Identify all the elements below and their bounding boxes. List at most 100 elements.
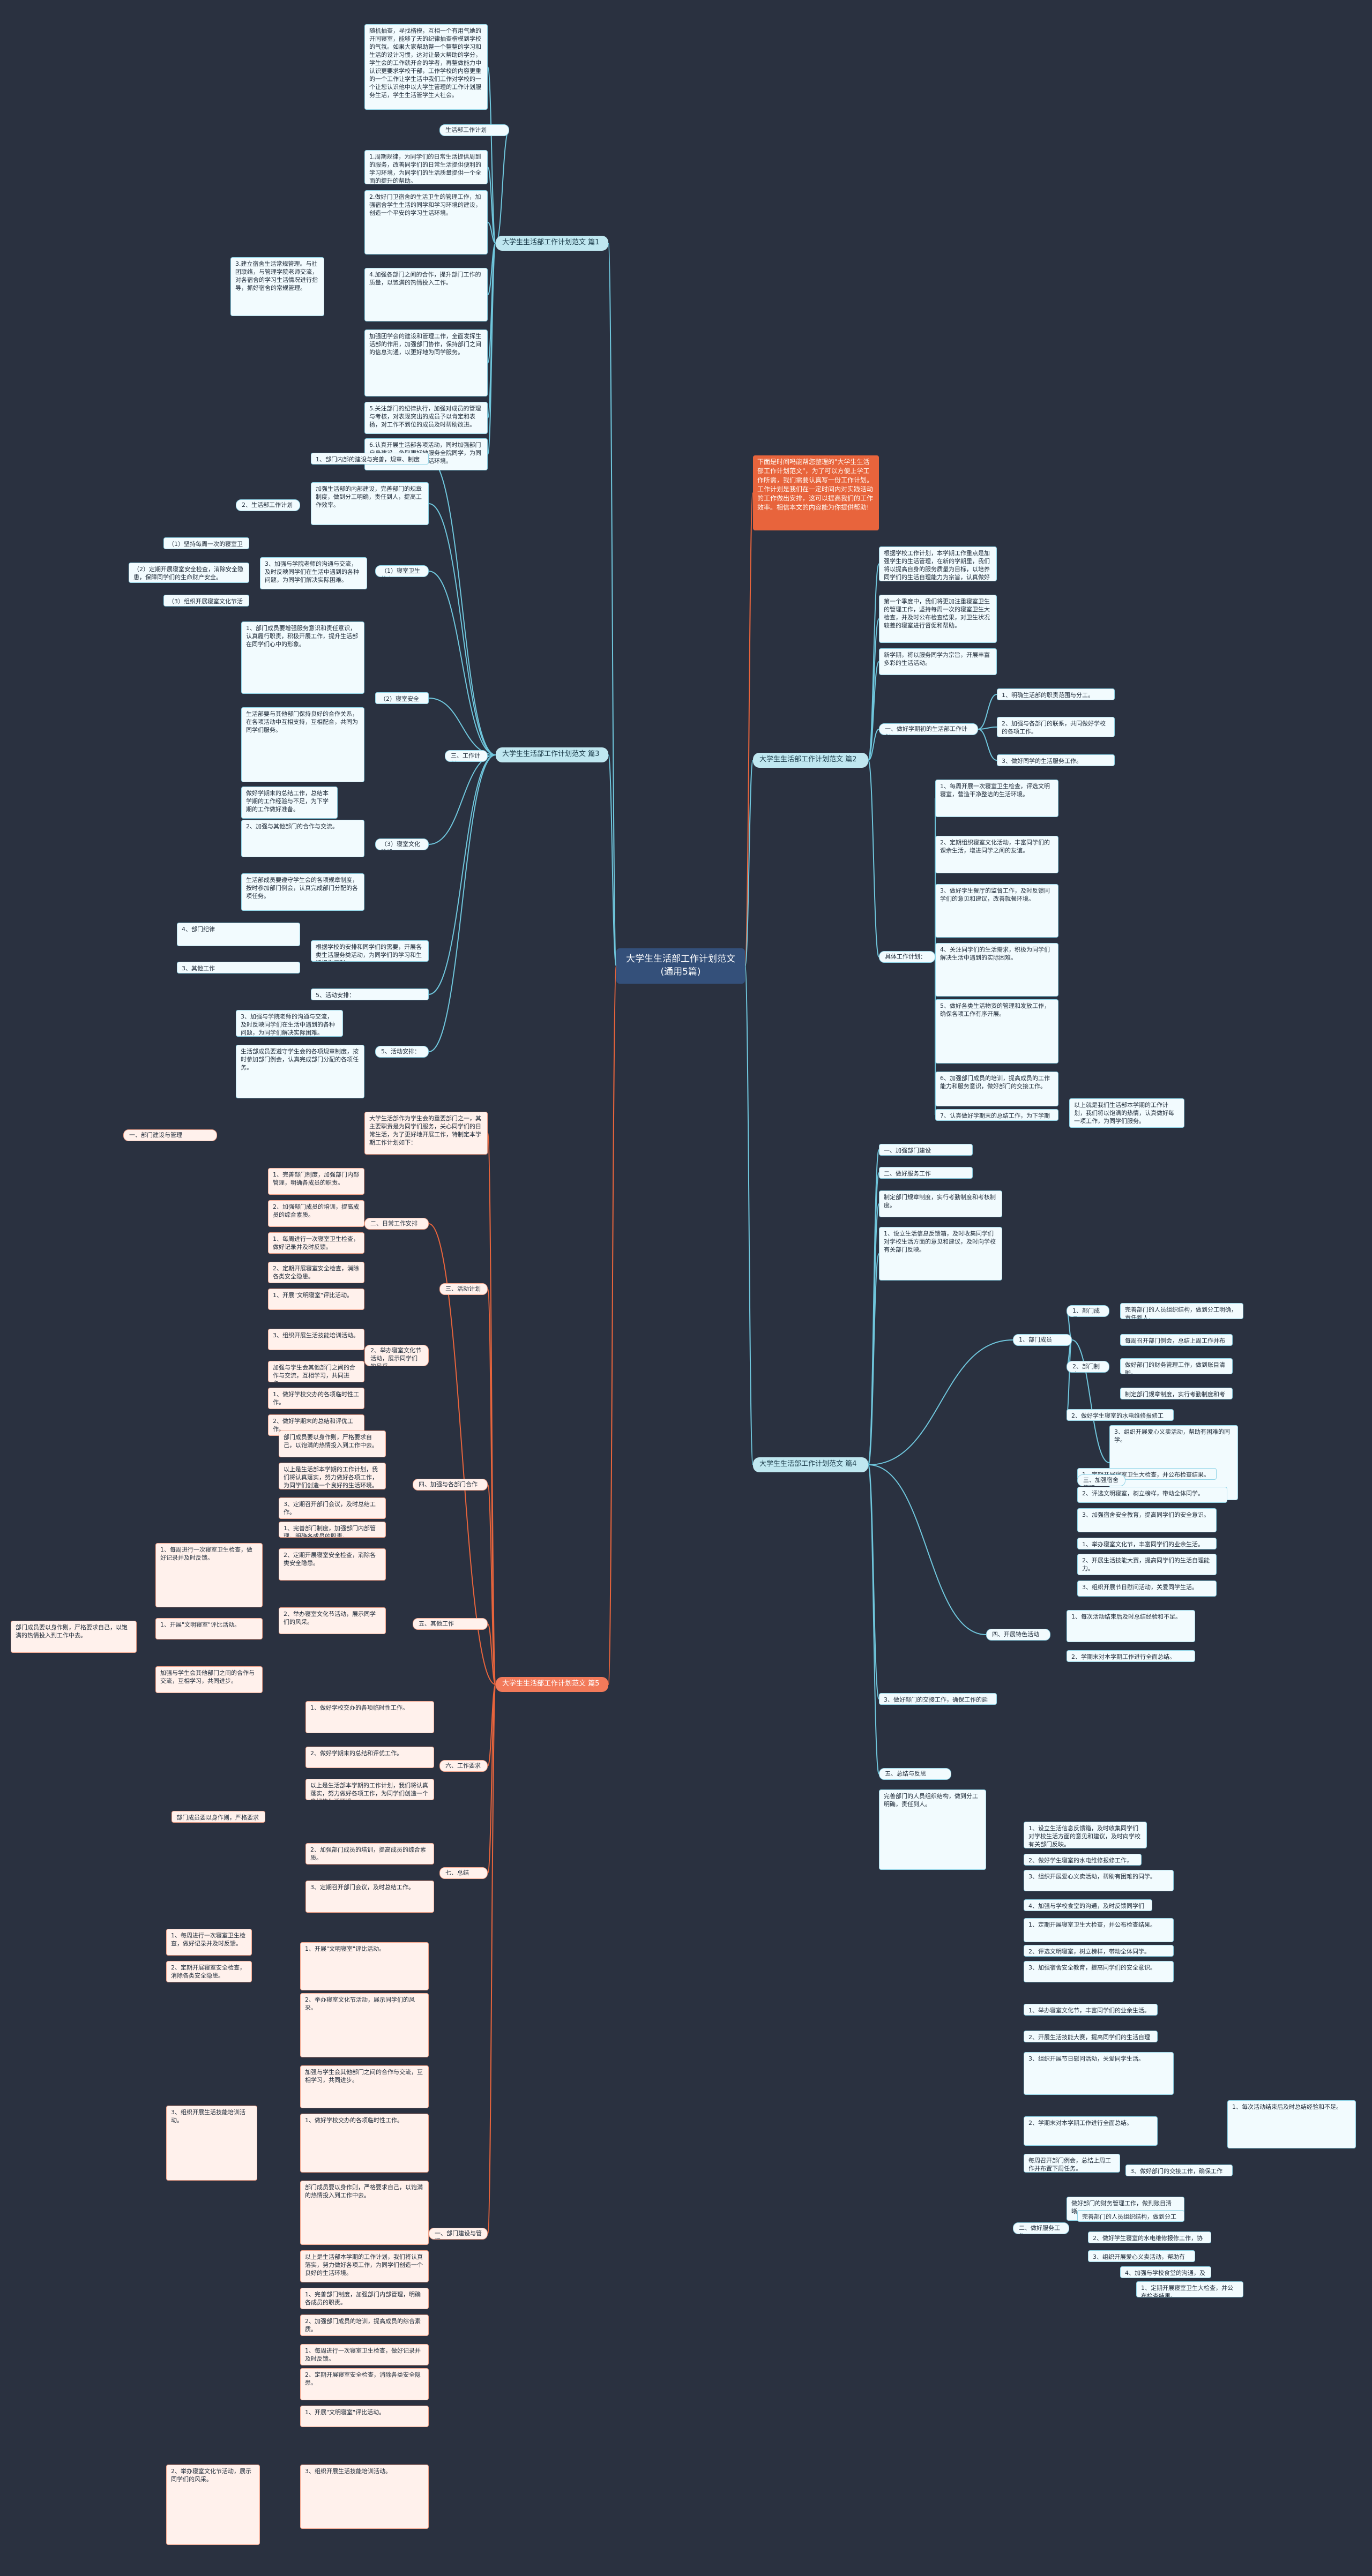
edge-s2-3 bbox=[868, 729, 879, 761]
s5-c1b-b: 2、加强部门成员的培训，提高成员的综合素质。 bbox=[305, 1843, 434, 1864]
s4-x2a-b: 制定部门规章制度，实行考勤制度和考核制度。 bbox=[1120, 1388, 1233, 1399]
s5-c1b: 2、加强部门成员的培训，提高成员的综合素质。 bbox=[268, 1200, 364, 1227]
s3-label-hd3[interactable]: （3）寝室文化建设 bbox=[375, 838, 429, 850]
section-3-topic[interactable]: 大学生生活部工作计划范文 篇3 bbox=[496, 747, 608, 762]
s2-work-1: 1、每周开展一次寝室卫生检查，评选文明寝室，营造干净整洁的生活环境。 bbox=[935, 780, 1058, 817]
section-2-topic[interactable]: 大学生生活部工作计划范文 篇2 bbox=[753, 753, 868, 768]
s4-x1a: 完善部门的人员组织结构，做到分工明确，责任到人。 bbox=[1120, 1303, 1243, 1319]
s1-para-6: 加强团学会的建设和管理工作，全面发挥生活部的作用，加强部门协作，保持部门之间的信… bbox=[364, 330, 488, 396]
s4-x2a: 制定部门规章制度，实行考勤制度和考核制度。 bbox=[879, 1190, 1002, 1217]
edge-s2-4 bbox=[868, 760, 879, 957]
s4-u1: 1、每次活动结束后及时总结经验和不足。 bbox=[1067, 1610, 1195, 1642]
s3-text-c1b: 生活部成员要遵守学生会的各项规章制度，按时参加部门例会，认真完成部门分配的各项任… bbox=[236, 1045, 364, 1098]
section-4-topic[interactable]: 大学生生活部工作计划范文 篇4 bbox=[753, 1457, 868, 1472]
section-1-topic[interactable]: 大学生生活部工作计划范文 篇1 bbox=[496, 236, 608, 251]
s4-label-x2[interactable]: 2、部门制度 bbox=[1067, 1361, 1109, 1373]
s4-x1a-c: 完善部门的人员组织结构，做到分工明确，责任到人。 bbox=[1077, 2210, 1184, 2222]
s5-c7a: 以上是生活部本学期的工作计划，我们将认真落实，努力做好各项工作，为同学们创造一个… bbox=[279, 1463, 386, 1489]
s5-label-c6[interactable]: 六、工作要求 bbox=[439, 1760, 488, 1772]
s2-end: 以上就是我们生活部本学期的工作计划，我们将以饱满的热情，认真做好每一项工作，为同… bbox=[1069, 1098, 1184, 1128]
s4-z3: 3、加强宿舍安全教育，提高同学们的安全意识。 bbox=[1077, 1508, 1217, 1532]
edge-s1-2 bbox=[487, 167, 496, 244]
s4-label-t5[interactable]: 五、总结与反思 bbox=[879, 1768, 951, 1780]
s5-label-c2[interactable]: 二、日常工作安排 bbox=[364, 1218, 429, 1230]
root-node[interactable]: 大学生生活部工作计划范文(通用5篇) bbox=[616, 948, 745, 984]
s5-c4a-b: 加强与学生会其他部门之间的合作与交流，互相学习，共同进步。 bbox=[155, 1666, 263, 1693]
s3-note-3: （3）组织开展寝室文化节活动，丰富同学们的课余生活。 bbox=[163, 595, 249, 606]
s5-c7a-c: 以上是生活部本学期的工作计划，我们将认真落实，努力做好各项工作，为同学们创造一个… bbox=[300, 2250, 429, 2282]
s5-c6a: 部门成员要以身作则，严格要求自己，以饱满的热情投入到工作中去。 bbox=[279, 1431, 386, 1457]
s5-label-c1-b[interactable]: 一、部门建设与管理 bbox=[429, 2228, 488, 2240]
s3-note-2: （2）定期开展寝室安全检查，消除安全隐患，保障同学们的生命财产安全。 bbox=[129, 563, 249, 583]
s4-y1: 1、设立生活信息反馈箱，及时收集同学们对学校生活方面的意见和建议，及时向学校有关… bbox=[879, 1227, 1002, 1280]
s5-c1c: 3、定期召开部门会议，及时总结工作。 bbox=[279, 1497, 386, 1519]
s4-label-t2-b[interactable]: 二、做好服务工作 bbox=[1013, 2222, 1069, 2234]
s5-c4a: 加强与学生会其他部门之间的合作与交流，互相学习，共同进步。 bbox=[268, 1361, 364, 1382]
s5-c6a-c: 部门成员要以身作则，严格要求自己，以饱满的热情投入到工作中去。 bbox=[172, 1811, 265, 1823]
s2-work-2: 2、定期组织寝室文化活动，丰富同学们的课余生活，增进同学之间的友谊。 bbox=[935, 836, 1058, 873]
s2-para-1: 根据学校工作计划，本学期工作重点是加强学生的生活管理，在新的学期里，我们将以提高… bbox=[879, 546, 997, 581]
s5-label-c3b[interactable]: 2、举办寝室文化节活动，展示同学们的风采。 bbox=[364, 1345, 429, 1366]
intro-node[interactable]: 下面是时间吗能帮您整理的"大学生生活部工作计划范文"，为了可以方便上学工作所需，… bbox=[753, 455, 879, 530]
s2-item-3: 3、做好同学的生活服务工作。 bbox=[997, 754, 1115, 766]
s2-label-p4[interactable]: 一、做好学期初的生活部工作计划。 bbox=[879, 723, 978, 735]
s4-y4-b: 4、加强与学校食堂的沟通，及时反馈同学们的意见，改善饮食质量。 bbox=[1120, 2266, 1211, 2278]
edge-s1-0 bbox=[487, 66, 496, 244]
s5-c3b-c: 2、举办寝室文化节活动，展示同学们的风采。 bbox=[300, 1993, 429, 2057]
s3-label-a2[interactable]: 2、生活部工作计划 bbox=[236, 499, 300, 511]
edge-s4-7 bbox=[868, 1464, 879, 1774]
s5-lead: 大学生活部作为学生会的重要部门之一，其主要职责是为同学们服务，关心同学们的日常生… bbox=[364, 1112, 488, 1155]
s4-y2: 2、做好学生寝室的水电维修报修工作，协助后勤部门做好相关服务。 bbox=[1067, 1409, 1174, 1421]
s3-label-hd1[interactable]: （1）寝室卫生检查 bbox=[375, 565, 429, 577]
s4-x2b: 每周召开部门例会，总结上周工作并布置下周任务。 bbox=[1120, 1334, 1233, 1346]
s4-label-a[interactable]: 1、部门成员 bbox=[1067, 1305, 1109, 1317]
edge-s3-0 bbox=[428, 458, 496, 755]
s4-u3: 3、做好部门的交接工作，确保工作的延续性。 bbox=[879, 1693, 997, 1705]
s5-label-c4[interactable]: 四、加强与各部门合作 bbox=[413, 1479, 488, 1491]
edge-s3-7 bbox=[428, 754, 496, 1052]
s4-t1: 一、加强部门建设 bbox=[879, 1144, 973, 1156]
edge-root-intro bbox=[744, 492, 754, 967]
s5-label-c3[interactable]: 三、活动计划 bbox=[439, 1283, 488, 1295]
edge-root-s2 bbox=[744, 760, 754, 967]
section-5-topic[interactable]: 大学生生活部工作计划范文 篇5 bbox=[496, 1677, 608, 1692]
edge-s2-2 bbox=[868, 661, 879, 761]
s2-label-work[interactable]: 具体工作计划： bbox=[879, 951, 935, 963]
s5-c2a: 1、每周进行一次寝室卫生检查，做好记录并及时反馈。 bbox=[268, 1232, 364, 1254]
s4-label-t3[interactable]: 三、加强宿舍管理 bbox=[1077, 1474, 1125, 1486]
s2-item-1: 1、明确生活部的职责范围与分工。 bbox=[997, 688, 1115, 700]
s3-label-b1[interactable]: 三、工作计划 bbox=[445, 750, 488, 762]
edge-s5-5 bbox=[487, 1684, 496, 1766]
edge-s2p4-1 bbox=[978, 727, 997, 730]
s5-c4a-c: 加强与学生会其他部门之间的合作与交流，互相学习，共同进步。 bbox=[300, 2065, 429, 2108]
s5-c3a: 1、开展"文明寝室"评比活动。 bbox=[268, 1289, 364, 1310]
s5-label-c5[interactable]: 五、其他工作 bbox=[413, 1618, 488, 1630]
s5-label-c7[interactable]: 七、总结 bbox=[439, 1867, 488, 1879]
s3-label-d1b[interactable]: 5、活动安排： bbox=[375, 1046, 429, 1058]
edge-s5-3 bbox=[487, 1484, 496, 1685]
s4-z2-b: 2、评选文明寝室，树立榜样，带动全体同学。 bbox=[1024, 1945, 1174, 1957]
s4-y4: 4、加强与学校食堂的沟通，及时反馈同学们的意见，改善饮食质量。 bbox=[1024, 1899, 1152, 1911]
edge-s3-1 bbox=[428, 503, 496, 755]
s5-c1a-c: 1、完善部门制度，加强部门内部管理，明确各成员的职责。 bbox=[300, 2288, 429, 2309]
edge-s5-6 bbox=[487, 1684, 496, 1874]
edge-s5-1 bbox=[428, 1223, 496, 1685]
s1-label-plan[interactable]: 生活部工作计划 bbox=[439, 124, 509, 136]
s4-label-t4[interactable]: 四、开展特色活动 bbox=[986, 1629, 1050, 1641]
s3-text-a3b: 3、加强与学院老师的沟通与交流，及时反映同学们在生活中遇到的各种问题，为同学们解… bbox=[236, 1010, 343, 1037]
s5-c2b-c: 2、定期开展寝室安全检查，消除各类安全隐患。 bbox=[166, 1961, 252, 1982]
s4-v3: 3、组织开展节日慰问活动，关爱同学生活。 bbox=[1077, 1581, 1217, 1597]
s1-para-2: 1.周期规律，为同学们的日常生活提供周到的服务，改善同学们的日常生活提供便利的学… bbox=[364, 150, 488, 184]
edge-s4-5 bbox=[868, 1464, 987, 1635]
s5-c5a-b: 1、做好学校交办的各项临时性工作。 bbox=[305, 1701, 434, 1733]
s5-label-c1[interactable]: 一、部门建设与管理 bbox=[123, 1129, 217, 1141]
s5-c3a-c: 1、开展"文明寝室"评比活动。 bbox=[300, 1942, 429, 1990]
s5-c2a-c: 1、每周进行一次寝室卫生检查，做好记录并及时反馈。 bbox=[166, 1929, 252, 1956]
s4-label-x1[interactable]: 1、部门成员 bbox=[1013, 1334, 1072, 1346]
edge-s2p4-2 bbox=[978, 729, 997, 761]
s2-work-3: 3、做好学生餐厅的监督工作，及时反馈同学们的意见和建议，改善就餐环境。 bbox=[935, 884, 1058, 938]
s5-c5b-b: 2、做好学期末的总结和评优工作。 bbox=[305, 1747, 434, 1768]
s4-v1: 1、举办寝室文化节，丰富同学们的业余生活。 bbox=[1077, 1538, 1217, 1549]
edge-root-s5 bbox=[608, 965, 617, 1685]
s4-z3-b: 3、加强宿舍安全教育，提高同学们的安全意识。 bbox=[1024, 1961, 1174, 1982]
